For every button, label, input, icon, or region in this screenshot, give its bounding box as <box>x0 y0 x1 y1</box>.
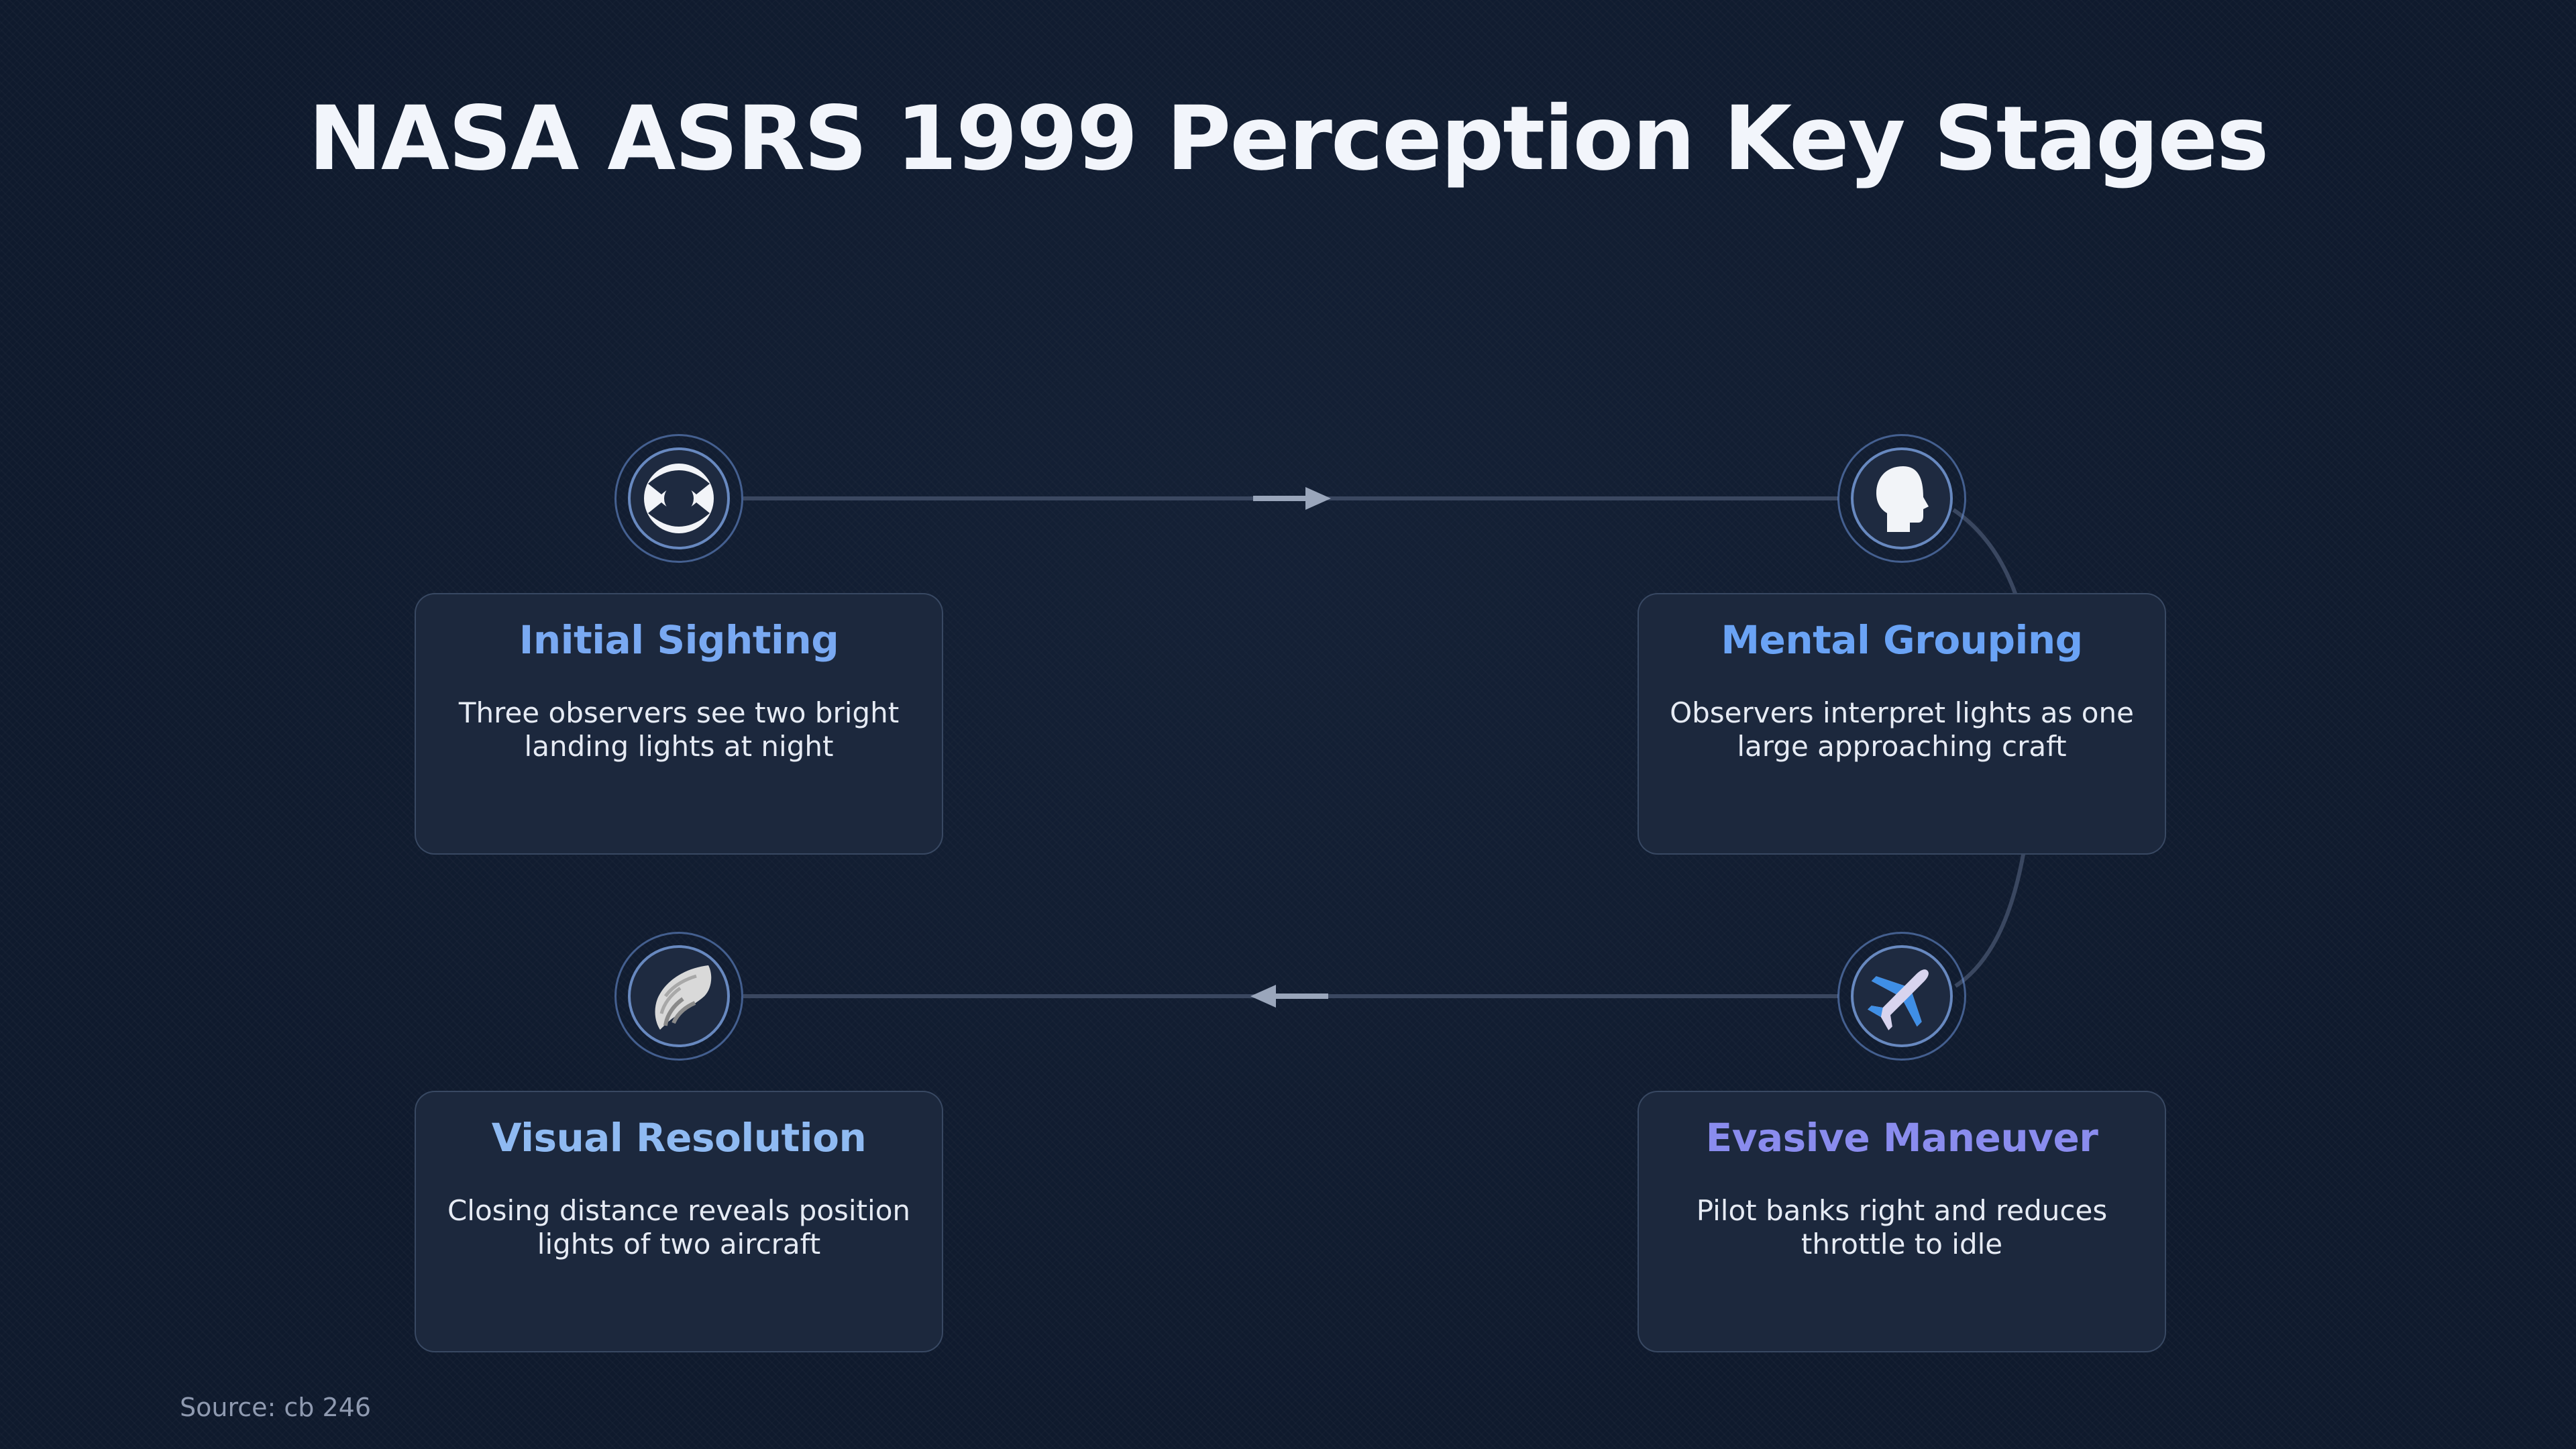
stage-card-initial-sighting: Initial Sighting Three observers see two… <box>415 593 943 855</box>
node-visual-resolution <box>614 932 743 1061</box>
node-initial-sighting <box>614 434 743 563</box>
head-icon <box>1876 466 1929 532</box>
stage-card-mental-grouping: Mental Grouping Observers interpret ligh… <box>1638 593 2166 855</box>
arrow-left-icon <box>1250 985 1328 1008</box>
stage-description: Closing distance reveals position lights… <box>447 1194 911 1260</box>
wing-icon <box>655 965 712 1030</box>
stage-title: Initial Sighting <box>519 617 839 663</box>
stage-title: Visual Resolution <box>491 1115 867 1161</box>
stage-card-visual-resolution: Visual Resolution Closing distance revea… <box>415 1091 943 1352</box>
node-evasive-maneuver <box>1837 932 1966 1061</box>
stage-title: Mental Grouping <box>1721 617 2083 663</box>
page-title: NASA ASRS 1999 Perception Key Stages <box>308 87 2269 191</box>
arrow-right-icon <box>1253 487 1331 510</box>
stage-description: Three observers see two bright landing l… <box>458 696 900 763</box>
stage-title: Evasive Maneuver <box>1705 1115 2098 1161</box>
airplane-icon <box>1868 969 1929 1030</box>
stage-card-evasive-maneuver: Evasive Maneuver Pilot banks right and r… <box>1638 1091 2166 1352</box>
eye-icon <box>644 464 714 533</box>
stage-description: Pilot banks right and reduces throttle t… <box>1696 1194 2108 1260</box>
node-mental-grouping <box>1837 434 1966 563</box>
stage-description: Observers interpret lights as one large … <box>1670 696 2134 763</box>
source-note: Source: cb 246 <box>180 1393 372 1422</box>
